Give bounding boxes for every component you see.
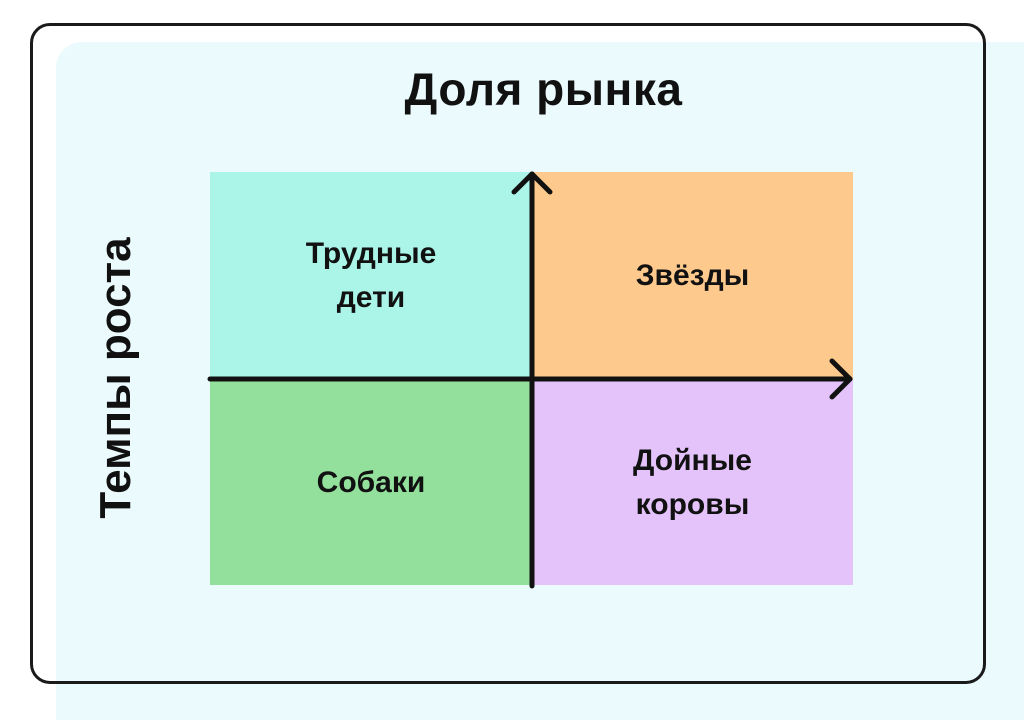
- quadrant-dogs: Собаки: [210, 380, 532, 585]
- diagram-frame: [30, 23, 986, 684]
- quadrant-label-cash-cows: Дойные коровы: [633, 443, 752, 521]
- diagram-title: Доля рынка: [404, 63, 683, 115]
- quadrant-label-stars: Звёзды: [635, 259, 750, 292]
- quadrant-label-problem-children: Трудные дети: [305, 237, 437, 314]
- quadrant-label-dogs: Собаки: [316, 465, 426, 499]
- quadrant-stars: Звёзды: [532, 172, 853, 380]
- quadrant-cash-cows: Дойные коровы: [532, 380, 853, 585]
- quadrant-problem-children: Трудные дети: [210, 172, 532, 380]
- y-axis-label: Темпы роста: [91, 237, 140, 519]
